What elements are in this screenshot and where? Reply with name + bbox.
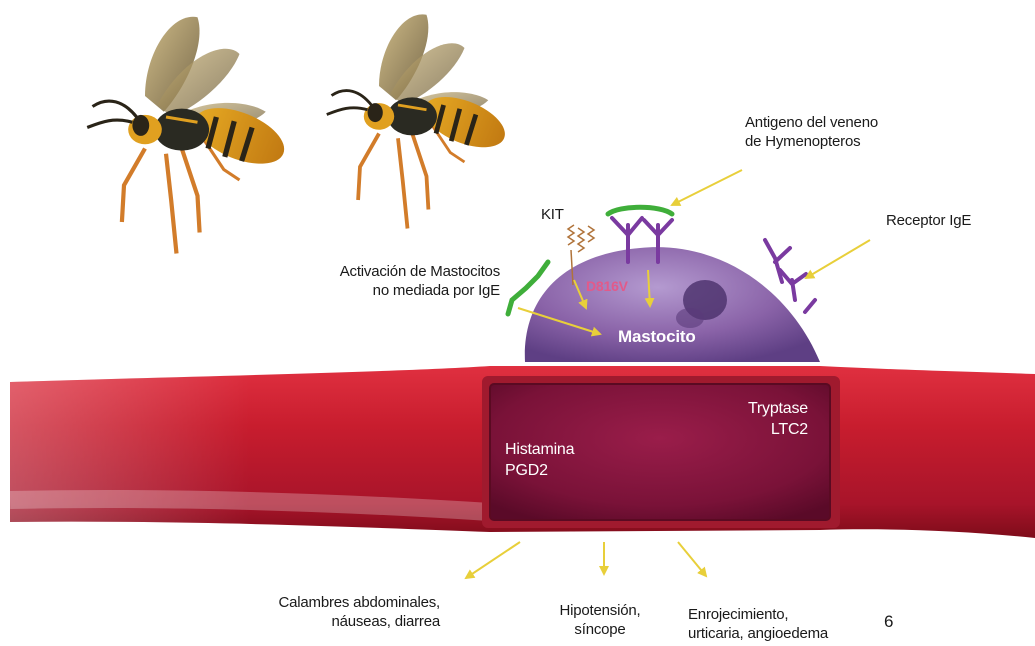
effect-skin-line1: Enrojecimiento, (688, 605, 828, 624)
kit-label: KIT (541, 205, 564, 224)
non-ige-line1: Activación de Mastocitos (310, 262, 500, 281)
antigen-label-line1: Antigeno del veneno (745, 113, 878, 132)
non-ige-activation-label: Activación de Mastocitos no mediada por … (310, 262, 500, 300)
page-number: 6 (884, 612, 893, 631)
effect-bp-line1: Hipotensión, (545, 601, 655, 620)
receptor-ige-label: Receptor IgE (886, 211, 971, 230)
effect-gi-line1: Calambres abdominales, (240, 593, 440, 612)
arrow-antigen (672, 170, 742, 205)
effect-bp-line2: síncope (545, 620, 655, 639)
arrow-receptor (806, 240, 870, 278)
left-mediators-label: Histamina PGD2 (505, 439, 574, 481)
right-mediators-label: Tryptase LTC2 (710, 398, 808, 440)
effect-gi-label: Calambres abdominales, náuseas, diarrea (240, 593, 440, 631)
mutation-label: D816V (586, 277, 628, 296)
antigen-label: Antigeno del veneno de Hymenopteros (745, 113, 878, 151)
ltc2-label: LTC2 (710, 419, 808, 440)
histamine-label: Histamina (505, 439, 574, 460)
effect-skin-line2: urticaria, angioedema (688, 624, 828, 643)
mast-cell-label: Mastocito (618, 327, 696, 346)
effect-gi-line2: náuseas, diarrea (240, 612, 440, 631)
effect-skin-label: Enrojecimiento, urticaria, angioedema (688, 605, 828, 643)
tryptase-label: Tryptase (710, 398, 808, 419)
effect-bp-label: Hipotensión, síncope (545, 601, 655, 639)
pgd2-label: PGD2 (505, 460, 574, 481)
arrow-gi (466, 542, 520, 578)
antigen-label-line2: de Hymenopteros (745, 132, 878, 151)
wasp-icon (327, 14, 512, 228)
wasp-icon (87, 17, 292, 254)
non-ige-line2: no mediada por IgE (310, 281, 500, 300)
arrow-skin (678, 542, 706, 576)
